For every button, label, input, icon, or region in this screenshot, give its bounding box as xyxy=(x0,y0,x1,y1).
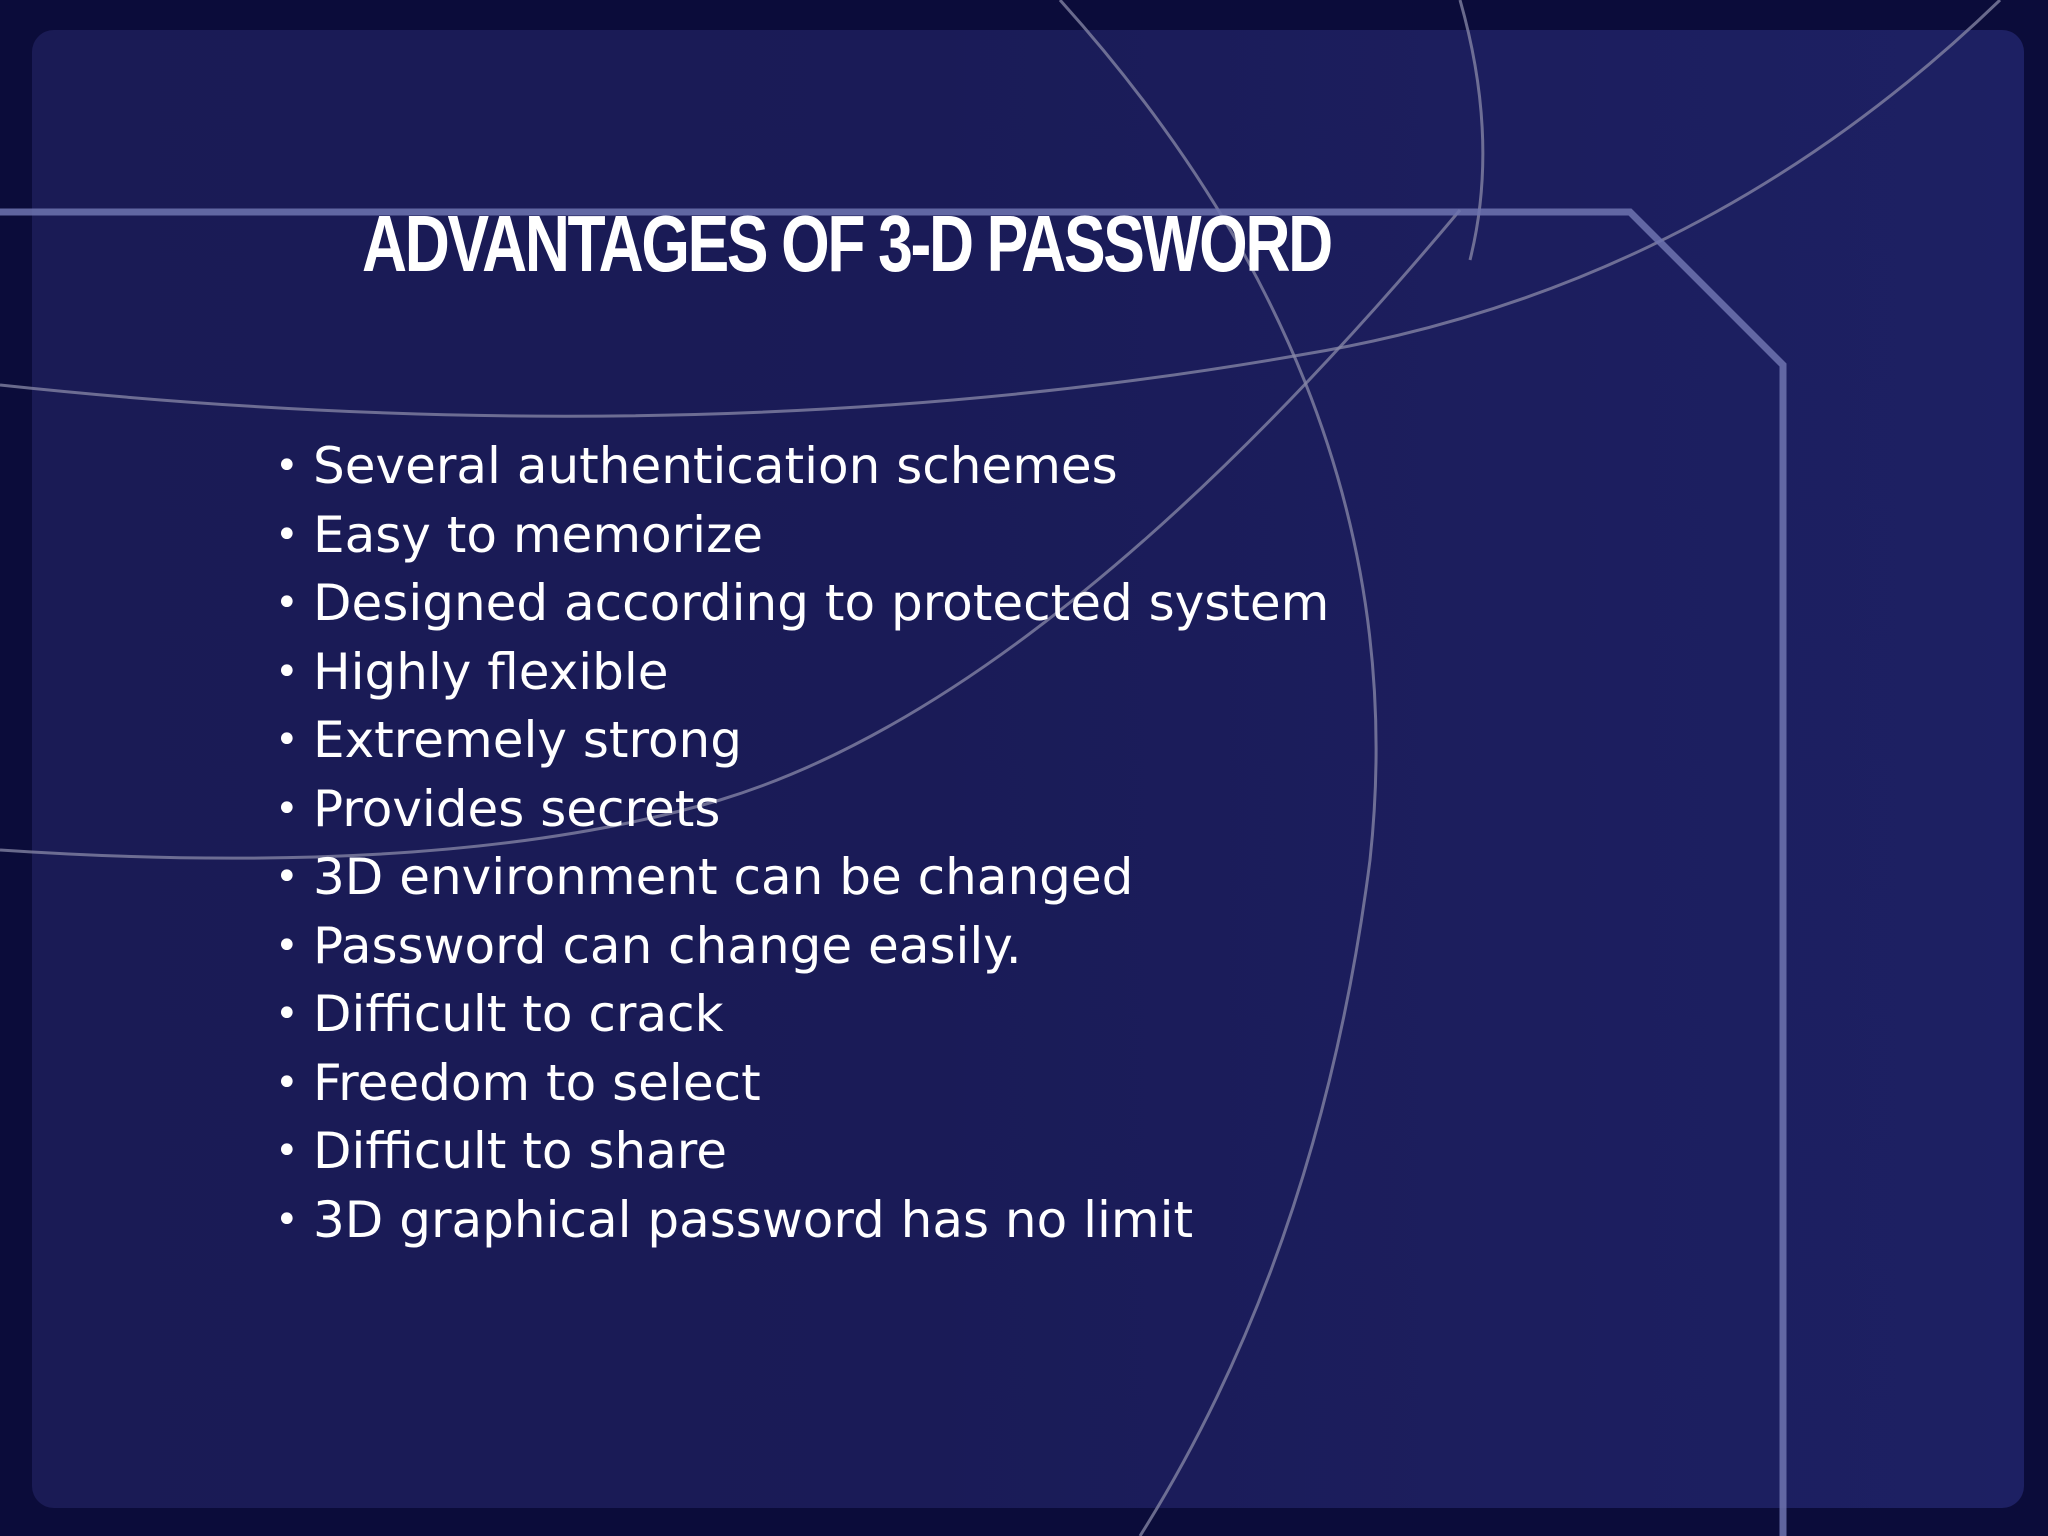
list-item-text: Several authentication schemes xyxy=(313,437,1118,495)
arc-lines xyxy=(0,0,2002,1536)
list-item: • Password can change easily. xyxy=(275,912,1329,981)
advantages-list: • Several authentication schemes • Easy to… xyxy=(275,432,1329,1254)
list-item-text: Provides secrets xyxy=(313,779,721,838)
list-item: • Easy to memorize xyxy=(275,501,1329,570)
list-item: • Designed according to protected system xyxy=(275,569,1329,638)
list-item-text: 3D graphical password has no limit xyxy=(313,1190,1194,1249)
bullet-icon: • xyxy=(275,717,299,763)
bullet-icon: • xyxy=(275,648,299,695)
list-item: • 3D graphical password has no limit xyxy=(275,1186,1329,1255)
bullet-icon: • xyxy=(275,1059,299,1106)
list-item: • Highly flexible xyxy=(275,638,1329,707)
bullet-icon: • xyxy=(275,854,299,900)
list-item: • Freedom to select xyxy=(275,1049,1329,1118)
list-item: • Difficult to share xyxy=(275,1117,1329,1186)
list-item: • 3D environment can be changed xyxy=(275,843,1329,912)
list-item-text: Freedom to select xyxy=(313,1053,761,1112)
bullet-icon: • xyxy=(275,922,299,969)
bullet-icon: • xyxy=(275,443,299,489)
list-item-text: 3D environment can be changed xyxy=(313,848,1134,906)
frame-line xyxy=(0,208,1787,1536)
list-item-text: Highly flexible xyxy=(313,642,669,701)
list-item-text: Difficult to share xyxy=(313,1122,727,1180)
bullet-icon: • xyxy=(275,1196,299,1243)
bullet-icon: • xyxy=(275,580,299,626)
list-item-text: Extremely strong xyxy=(313,711,742,769)
list-item-text: Password can change easily. xyxy=(313,916,1022,975)
list-item: • Several authentication schemes xyxy=(275,432,1329,501)
bullet-icon: • xyxy=(275,1128,299,1174)
arc-line-top xyxy=(0,0,2002,418)
bullet-icon: • xyxy=(275,511,299,558)
arc-line-big-circle xyxy=(1058,0,1378,1536)
list-item-text: Designed according to protected system xyxy=(313,574,1330,632)
list-item-text: Difficult to crack xyxy=(313,985,724,1043)
list-item: • Provides secrets xyxy=(275,775,1329,844)
bullet-icon: • xyxy=(275,991,299,1037)
arc-line-right xyxy=(1458,0,1485,261)
list-item: • Difficult to crack xyxy=(275,980,1329,1049)
slide-title: ADVANTAGES OF 3-D PASSWORD xyxy=(362,199,1333,288)
bullet-icon: • xyxy=(275,785,299,832)
list-item-text: Easy to memorize xyxy=(313,505,764,564)
arc-line-lower xyxy=(0,209,1462,860)
list-item: • Extremely strong xyxy=(275,706,1329,775)
